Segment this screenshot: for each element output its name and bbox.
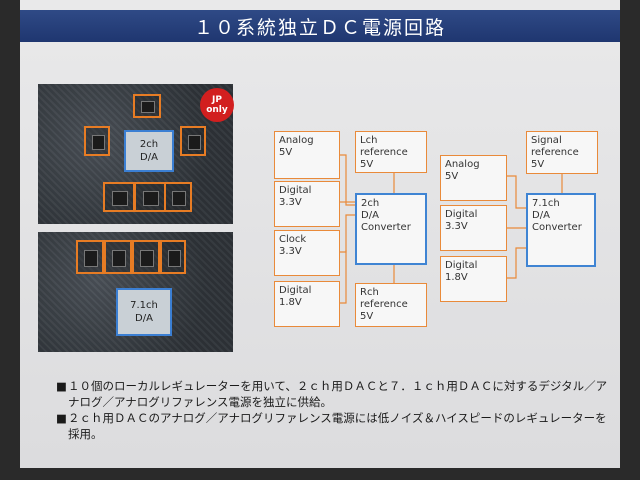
regulator-marker: [84, 126, 110, 156]
dac-71ch-chip: 7.1ch D/A: [116, 288, 172, 336]
dac-2ch-chip: 2ch D/A: [124, 130, 174, 172]
regulator-marker: [76, 240, 104, 274]
box-line2: D/A: [361, 210, 379, 221]
digital-3v3-box: Digital 3.3V: [440, 205, 507, 251]
regulator-marker: [132, 240, 160, 274]
box-line2: reference: [360, 299, 408, 310]
dac-2ch-label-line2: D/A: [140, 152, 158, 163]
digital-1v8-box: Digital 1.8V: [440, 256, 507, 302]
box-line1: 7.1ch: [532, 198, 560, 209]
regulator-marker: [180, 126, 206, 156]
connector-line: [340, 250, 347, 304]
dac-71ch-label-line2: D/A: [135, 313, 153, 324]
regulator-marker: [133, 94, 161, 118]
box-line3: Converter: [361, 222, 411, 233]
slide-title: １０系統独立ＤＣ電源回路: [20, 10, 620, 42]
connector-line: [340, 214, 355, 253]
digital-3v3-box: Digital 3.3V: [274, 181, 340, 227]
box-line1: 2ch: [361, 198, 380, 209]
box-line1: Digital: [279, 285, 312, 296]
pcb-photo-bottom: 7.1ch D/A: [38, 232, 233, 352]
box-line3: 5V: [531, 159, 545, 170]
analog-5v-box: Analog 5V: [274, 131, 340, 179]
box-line1: Digital: [279, 185, 312, 196]
regulator-marker: [104, 240, 132, 274]
box-line2: 3.3V: [445, 221, 468, 232]
box-line2: 3.3V: [279, 246, 302, 257]
box-line1: Lch: [360, 135, 378, 146]
box-line2: 5V: [445, 171, 459, 182]
clock-3v3-box: Clock 3.3V: [274, 230, 340, 276]
box-line2: 5V: [279, 147, 293, 158]
box-line2: 1.8V: [445, 272, 468, 283]
connector-line: [507, 247, 526, 279]
box-line1: Digital: [445, 209, 478, 220]
box-line3: Converter: [532, 222, 582, 233]
badge-line2: only: [206, 105, 228, 115]
box-line1: Analog: [279, 135, 314, 146]
box-line1: Clock: [279, 234, 307, 245]
box-line2: reference: [531, 147, 579, 158]
box-line1: Digital: [445, 260, 478, 271]
regulator-marker: [160, 240, 186, 274]
slide-notes: ■ １０個のローカルレギュレーターを用いて、２ｃｈ用ＤＡＣと７．１ｃｈ用ＤＡＣに…: [56, 378, 616, 442]
connector-line: [507, 175, 526, 209]
box-line3: 5V: [360, 159, 374, 170]
note-item: ■ ２ｃｈ用ＤＡＣのアナログ／アナログリファレンス電源には低ノイズ＆ハイスピード…: [56, 410, 616, 442]
note-text: １０個のローカルレギュレーターを用いて、２ｃｈ用ＤＡＣと７．１ｃｈ用ＤＡＣに対す…: [68, 379, 608, 409]
dac-71ch-converter-box: 7.1ch D/A Converter: [526, 193, 596, 267]
box-line1: Signal: [531, 135, 562, 146]
digital-1v8-box: Digital 1.8V: [274, 281, 340, 327]
dac-2ch-label-line1: 2ch: [139, 139, 159, 150]
regulator-marker: [134, 182, 166, 212]
box-line2: 1.8V: [279, 297, 302, 308]
regulator-marker: [164, 182, 192, 212]
badge-line1: JP: [212, 95, 222, 105]
jp-only-badge: JP only: [200, 88, 234, 122]
box-line2: 3.3V: [279, 197, 302, 208]
square-bullet-icon: ■: [56, 411, 67, 425]
box-line3: 5V: [360, 311, 374, 322]
square-bullet-icon: ■: [56, 379, 67, 393]
note-text: ２ｃｈ用ＤＡＣのアナログ／アナログリファレンス電源には低ノイズ＆ハイスピードのレ…: [68, 411, 607, 441]
analog-5v-box: Analog 5V: [440, 155, 507, 201]
dac-71ch-label-line1: 7.1ch: [130, 300, 158, 311]
connector-line: [340, 154, 355, 206]
dac-2ch-converter-box: 2ch D/A Converter: [355, 193, 427, 265]
rch-reference-box: Rch reference 5V: [355, 283, 427, 327]
box-line2: D/A: [532, 210, 550, 221]
box-line1: Analog: [445, 159, 480, 170]
lch-reference-box: Lch reference 5V: [355, 131, 427, 173]
note-item: ■ １０個のローカルレギュレーターを用いて、２ｃｈ用ＤＡＣと７．１ｃｈ用ＤＡＣに…: [56, 378, 616, 410]
signal-reference-box: Signal reference 5V: [526, 131, 598, 174]
box-line2: reference: [360, 147, 408, 158]
box-line1: Rch: [360, 287, 379, 298]
